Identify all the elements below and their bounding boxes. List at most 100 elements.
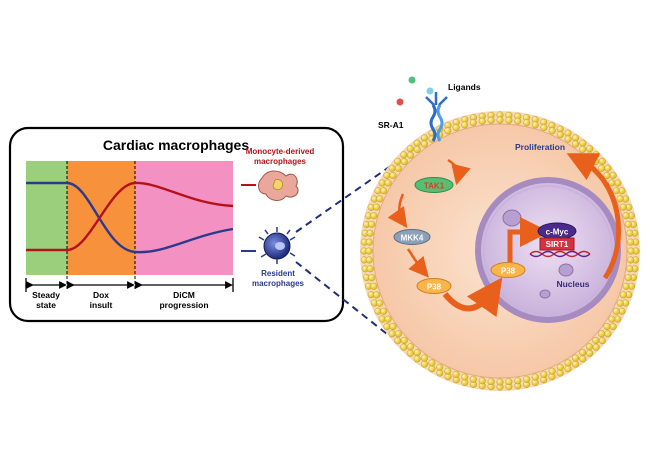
membrane-bead	[389, 171, 397, 179]
membrane-bead	[614, 315, 622, 323]
membrane-bead	[394, 337, 402, 345]
membrane-bead	[444, 367, 452, 375]
phase-label-dicm: DiCM	[173, 290, 195, 300]
membrane-bead	[400, 158, 408, 166]
dna-strand	[529, 250, 591, 258]
membrane-bead	[428, 365, 436, 373]
membrane-bead	[598, 164, 606, 172]
p38-nucleus-node: P38	[490, 262, 526, 278]
membrane-bead	[572, 354, 580, 362]
membrane-bead	[572, 360, 580, 368]
signal-arrow	[387, 193, 408, 229]
membrane-bead	[400, 151, 408, 159]
membrane-bead	[612, 307, 620, 315]
membrane-bead	[376, 299, 384, 307]
membrane-bead	[540, 124, 548, 132]
svg-text:MKK4: MKK4	[401, 234, 424, 243]
membrane-bead	[619, 291, 627, 299]
membrane-bead	[373, 203, 381, 211]
nucleolus	[502, 209, 522, 227]
resident-macrophage-icon	[258, 227, 296, 264]
phase-label-dicm: progression	[159, 300, 208, 310]
membrane-bead	[556, 363, 564, 371]
p38-cytoplasm-node: P38	[416, 278, 452, 294]
membrane-bead	[592, 158, 600, 166]
monocyte-legend-label: Monocyte-derived	[246, 147, 315, 156]
membrane-bead	[389, 323, 397, 331]
svg-text:P38: P38	[427, 283, 442, 292]
signal-arrow	[507, 217, 550, 262]
membrane-bead	[514, 377, 522, 385]
membrane-bead	[368, 274, 376, 282]
monocyte-macrophage-icon	[258, 170, 299, 201]
membrane-bead	[413, 145, 421, 153]
ligand-icon	[396, 98, 404, 106]
phase-band-dox-insult	[67, 161, 135, 275]
membrane-bead	[496, 378, 504, 386]
membrane-bead	[421, 140, 429, 148]
membrane-bead	[603, 171, 611, 179]
signal-arrow	[406, 248, 429, 278]
membrane-bead	[626, 265, 634, 273]
membrane-bead	[378, 179, 386, 187]
membrane-bead	[478, 377, 486, 385]
nucleus-envelope	[483, 185, 613, 315]
membrane-bead	[400, 336, 408, 344]
resident-legend-label: Resident	[261, 269, 295, 278]
membrane-bead	[366, 265, 374, 273]
membrane-bead	[370, 282, 378, 290]
tak1-node: TAK1	[414, 177, 454, 193]
membrane-bead	[452, 124, 460, 132]
signal-arrow	[447, 158, 471, 186]
membrane-bead	[365, 256, 373, 264]
membrane-bead	[444, 127, 452, 135]
membrane-bead	[564, 129, 572, 137]
membrane-bead	[505, 116, 513, 124]
svg-text:TAK1: TAK1	[424, 182, 445, 191]
membrane-bead	[609, 323, 617, 331]
membrane-bead	[616, 299, 624, 307]
resident-curve	[26, 181, 234, 254]
proliferation-arrow	[566, 153, 622, 280]
membrane-bead	[614, 179, 622, 187]
monocyte-legend-label: macrophages	[254, 157, 307, 166]
membrane-bead	[461, 121, 469, 129]
membrane-bead	[592, 151, 600, 159]
membrane-bead	[436, 363, 444, 371]
membrane-bead	[619, 203, 627, 211]
membrane-bead	[523, 375, 531, 383]
membrane-bead	[384, 179, 392, 187]
sr-a1-receptor	[425, 92, 448, 142]
receptor-label: SR-A1	[378, 120, 404, 130]
membrane-bead	[579, 349, 587, 357]
phase-label-steady: state	[36, 300, 56, 310]
membrane-bead	[406, 349, 414, 357]
membrane-bead	[378, 315, 386, 323]
membrane-bead	[514, 117, 522, 125]
nucleus-label: Nucleus	[556, 279, 589, 289]
membrane-bead	[531, 121, 539, 129]
zoom-connector	[295, 164, 393, 233]
membrane-bead	[572, 140, 580, 148]
membrane-bead	[622, 282, 630, 290]
membrane-bead	[624, 274, 632, 282]
phase-label-steady: Steady	[32, 290, 60, 300]
membrane-bead	[406, 145, 414, 153]
membrane-bead	[609, 171, 617, 179]
membrane-bead	[548, 127, 556, 135]
cell-diagram: Nucleus Ligands SR-A1 TAK1 MKK4	[360, 76, 640, 391]
membrane-bead	[383, 323, 391, 331]
membrane-bead	[627, 238, 635, 246]
membrane-bead	[612, 187, 620, 195]
zoom-connector	[295, 261, 393, 339]
membrane-bead	[469, 119, 477, 127]
ligand-icon	[426, 87, 434, 95]
membrane-bead	[368, 220, 376, 228]
membrane-bead	[572, 134, 580, 142]
membrane-bead	[487, 116, 495, 124]
membrane-bead	[365, 247, 373, 255]
membrane-bead	[366, 229, 374, 237]
membrane-bead	[376, 195, 384, 203]
membrane-bead	[579, 355, 587, 363]
